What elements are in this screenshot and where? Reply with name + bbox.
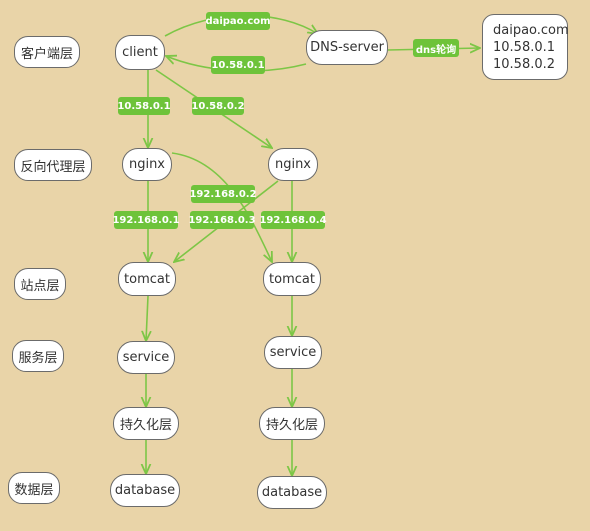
service-left-node: service xyxy=(117,341,175,374)
tomcat-left-node: tomcat xyxy=(118,262,176,296)
database-left-node: database xyxy=(110,474,180,507)
dns-records-box: daipao.com 10.58.0.1 10.58.0.2 xyxy=(482,14,569,80)
tomcat-right-node: tomcat xyxy=(263,262,321,296)
edge-nginx-left-to-tomcat-right xyxy=(171,152,272,262)
label-tomcat-3: 192.168.0.3 xyxy=(188,211,256,229)
layer-proxy: 反向代理层 xyxy=(14,149,92,181)
dns-record-domain: daipao.com xyxy=(493,23,569,38)
layer-data: 数据层 xyxy=(8,472,60,504)
label-tomcat-2: 192.168.0.2 xyxy=(189,185,257,203)
label-round-robin: dns轮询 xyxy=(413,39,459,57)
nginx-left-node: nginx xyxy=(122,148,172,181)
dns-record-ip-2: 10.58.0.2 xyxy=(493,57,556,72)
label-tomcat-1: 192.168.0.1 xyxy=(112,211,180,229)
layer-site: 站点层 xyxy=(14,268,66,300)
layer-service: 服务层 xyxy=(12,340,64,372)
edge-tomcat-left-to-service-left xyxy=(146,295,148,341)
label-query: daipao.com xyxy=(205,12,271,30)
persistence-right-node: 持久化层 xyxy=(259,407,325,440)
label-to-nginx-left: 10.58.0.1 xyxy=(117,97,171,115)
label-tomcat-4: 192.168.0.4 xyxy=(259,211,327,229)
persistence-left-node: 持久化层 xyxy=(113,407,179,440)
client-node: client xyxy=(115,35,165,70)
nginx-right-node: nginx xyxy=(268,148,318,181)
database-right-node: database xyxy=(257,476,327,509)
label-reply: 10.58.0.1 xyxy=(211,56,265,74)
layer-client: 客户端层 xyxy=(14,36,80,68)
service-right-node: service xyxy=(264,336,322,369)
dns-server-node: DNS-server xyxy=(306,30,388,65)
label-to-nginx-right: 10.58.0.2 xyxy=(191,97,245,115)
dns-record-ip-1: 10.58.0.1 xyxy=(493,40,556,55)
